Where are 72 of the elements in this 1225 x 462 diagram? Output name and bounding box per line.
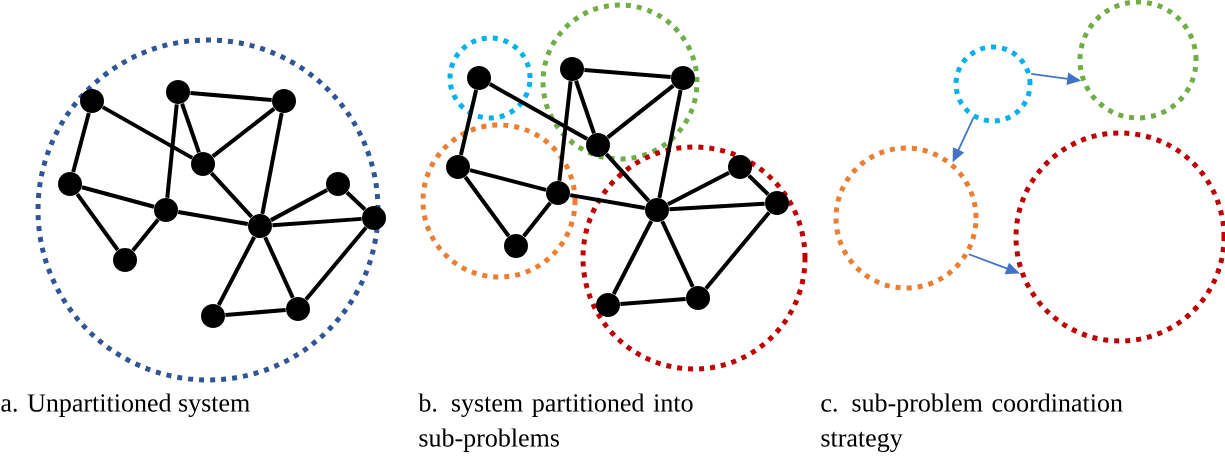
graph-node: [671, 66, 695, 90]
dotted-circle: [447, 35, 533, 121]
graph-edge: [569, 193, 646, 210]
graph-edge: [101, 105, 194, 160]
dotted-circle: [420, 122, 578, 280]
graph-node: [686, 286, 710, 310]
graph-node: [596, 293, 620, 317]
graph-edge: [667, 170, 730, 207]
graph-edge: [345, 191, 367, 211]
graph-node: [154, 198, 178, 222]
graph-edge: [606, 84, 675, 139]
graph-edge: [458, 89, 479, 156]
graph-edge: [216, 236, 257, 306]
graph-node: [546, 181, 570, 205]
graph-node: [248, 214, 272, 238]
dotted-circle: [580, 144, 808, 372]
graph-edge: [272, 216, 362, 228]
graph-node: [645, 198, 669, 222]
graph-node: [362, 206, 386, 230]
graph-edge: [71, 112, 91, 173]
graph-edge: [669, 201, 765, 212]
panel-caption: a. Unpartitioned system: [1, 393, 250, 418]
graph-edge: [604, 152, 651, 203]
dotted-circle: [540, 2, 700, 162]
dotted-circle: [833, 145, 979, 291]
graph-edge: [263, 236, 295, 299]
graph-node: [765, 191, 789, 215]
graph-edge: [488, 82, 589, 141]
graph-edge: [522, 201, 552, 238]
graph-edge: [584, 68, 671, 79]
dotted-circle: [953, 44, 1033, 124]
graph-node: [201, 304, 225, 328]
graph-edge: [463, 175, 511, 238]
graph-node: [80, 89, 104, 113]
panel-caption: b. system partitioned into sub-problems: [418, 393, 693, 452]
graph-edge: [304, 226, 368, 301]
graph-edge: [81, 185, 155, 209]
panel-caption: c. sub-problem coordination strategy: [821, 393, 1123, 453]
graph-node: [467, 66, 491, 90]
graph-edge: [225, 308, 286, 317]
graph-node: [286, 297, 310, 321]
dotted-circle: [35, 37, 381, 383]
graph-node: [272, 89, 296, 113]
graph-node: [113, 248, 137, 272]
graph-edge: [657, 89, 683, 199]
graph-edge: [131, 218, 160, 252]
graph-edge: [211, 107, 276, 158]
graph-edge: [180, 103, 201, 153]
graph-edge: [574, 80, 596, 134]
graph-edge: [177, 210, 249, 226]
graph-edge: [269, 188, 329, 222]
graph-edge: [611, 220, 654, 295]
graph-node: [586, 133, 610, 157]
graph-edge: [209, 171, 254, 219]
graph-edge: [260, 112, 284, 215]
graph-edge: [557, 81, 573, 181]
graph-node: [58, 172, 82, 196]
graph-node: [191, 152, 215, 176]
graph-edge: [469, 168, 547, 192]
graph-edge: [620, 296, 686, 307]
graph-edge: [165, 104, 179, 198]
graph-node: [446, 155, 470, 179]
graph-edge: [704, 211, 771, 290]
graph-node: [560, 57, 584, 81]
graph-edge: [75, 192, 120, 252]
graph-node: [728, 155, 752, 179]
graph-edge: [747, 174, 770, 196]
graph-node: [326, 172, 350, 196]
graph-edge: [190, 91, 272, 102]
graph-edge: [660, 220, 695, 288]
graph-node: [166, 80, 190, 104]
graph-node: [504, 234, 528, 258]
